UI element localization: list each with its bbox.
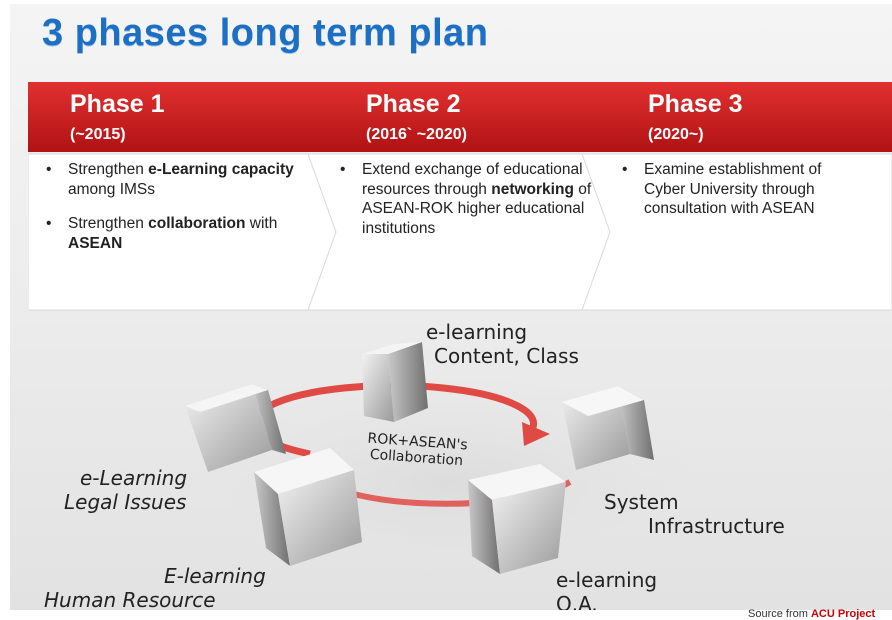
label-content-class-line2: Content, Class [434, 344, 579, 368]
slide: 3 phases long term plan Phase 1 (~2015) … [10, 4, 892, 610]
phase-2-years: (2016` ~2020) [366, 126, 467, 143]
box-content-class [362, 342, 428, 422]
bullet-bold-text: collaboration [148, 215, 246, 232]
bullet-item: Extend exchange of educational resources… [338, 160, 608, 238]
bullet-text: Examine establishment of Cyber Universit… [644, 161, 822, 217]
phase-1-years: (~2015) [70, 126, 126, 143]
bullet-text: Extend exchange of educational resources… [362, 161, 583, 198]
page-title: 3 phases long term plan [42, 12, 489, 54]
bullet-item: Examine establishment of Cyber Universit… [620, 160, 860, 219]
phase-1-bullets: Strengthen e-Learning capacity among IMS… [44, 160, 314, 268]
bullet-text: Strengthen [68, 215, 149, 232]
phase-1-name: Phase 1 [70, 90, 165, 118]
label-legal: e-Learning Legal Issues [64, 466, 187, 514]
box-system [562, 386, 654, 470]
label-system-line2: Infrastructure [648, 514, 785, 538]
box-human-resource [254, 448, 362, 566]
phase-3-years: (2020~) [648, 126, 704, 143]
phase-2-bullets: Extend exchange of educational resources… [338, 160, 608, 253]
bullet-text: among IMSs [68, 180, 156, 198]
label-human-resource: E-learning Human Resource [44, 564, 266, 610]
source-prefix: Source from [748, 608, 811, 620]
arrow-head [522, 422, 550, 446]
bullet-item: Strengthen collaboration with ASEAN [44, 214, 314, 253]
source-note: Source from ACU Project [748, 608, 875, 620]
phase-1-panel: Phase 1 (~2015) Strengthen e-Learning ca… [28, 82, 358, 312]
phase-3-name: Phase 3 [648, 90, 743, 118]
box-legal [185, 384, 286, 472]
source-highlight: ACU Project [810, 608, 876, 620]
label-content-class-line1: e-learning [426, 320, 528, 344]
box-qa [468, 464, 566, 574]
collaboration-diagram [185, 342, 710, 574]
bullet-text: Strengthen [68, 161, 149, 178]
bullet-bold-text: networking [491, 180, 574, 198]
bullet-bold-text: ASEAN [68, 234, 123, 252]
label-system-line1: System [604, 490, 679, 514]
label-hr-line2: Human Resource [44, 588, 216, 610]
center-label-text: ROK+ASEAN's Collaboration [367, 430, 469, 470]
label-system: System Infrastructure [604, 490, 785, 538]
label-legal-line1: e-Learning [80, 466, 188, 490]
label-legal-line2: Legal Issues [64, 490, 187, 514]
label-qa: e-learning Q.A. [556, 568, 657, 610]
phase-3-panel: Phase 3 (2020~) Examine establishment of… [582, 82, 892, 312]
bullet-text: of ASEAN-ROK higher educational institut… [362, 180, 592, 237]
bullet-item: Strengthen e-Learning capacity among IMS… [44, 160, 314, 199]
label-qa-line2: Q.A. [556, 592, 598, 610]
bullet-bold-text: e-Learning capacity [148, 161, 294, 178]
phase-2-name: Phase 2 [366, 90, 461, 118]
label-hr-line1: E-learning [164, 564, 266, 588]
phase-3-bullets: Examine establishment of Cyber Universit… [620, 160, 860, 234]
label-content-class: e-learning Content, Class [420, 320, 579, 368]
bullet-text: with [245, 215, 278, 232]
label-qa-line1: e-learning [556, 568, 658, 592]
